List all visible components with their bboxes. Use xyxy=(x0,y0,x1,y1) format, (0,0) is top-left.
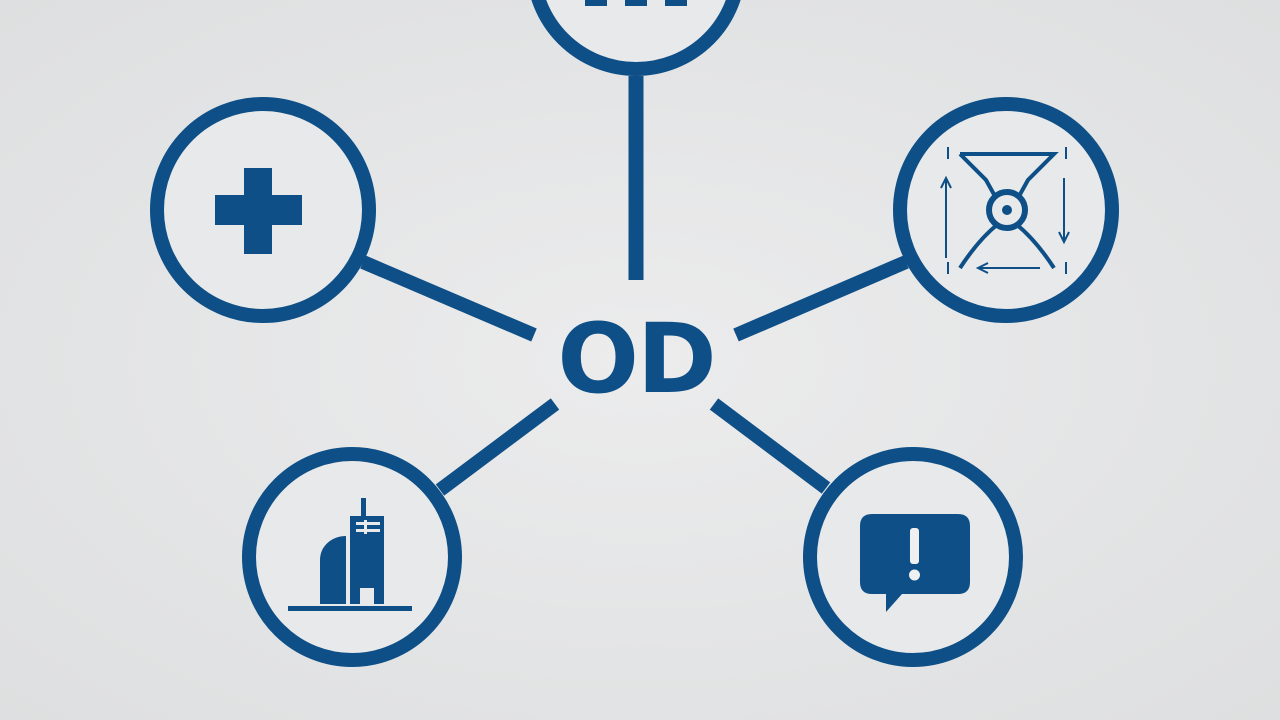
connector-lower-right xyxy=(709,398,831,494)
node-top-circle xyxy=(531,0,741,76)
hourglass-cycle-icon xyxy=(940,147,1070,274)
building-icon xyxy=(288,498,412,611)
hub-label: OD xyxy=(557,303,714,415)
connector-lower-left xyxy=(435,398,560,496)
alert-speech-bubble-icon xyxy=(860,514,970,612)
medical-cross-icon xyxy=(215,168,302,254)
partial-icon xyxy=(585,0,687,6)
connector-upper-left xyxy=(360,255,537,342)
connector-upper-right xyxy=(733,255,909,342)
